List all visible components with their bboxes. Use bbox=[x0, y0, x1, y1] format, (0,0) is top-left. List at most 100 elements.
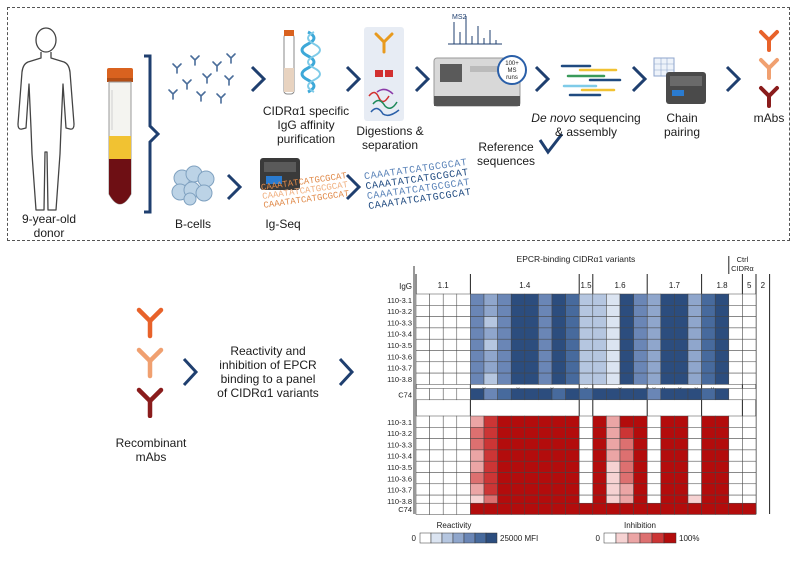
inhibition-cell bbox=[510, 449, 526, 462]
reactivity-cell bbox=[619, 293, 634, 306]
reactivity-cell bbox=[510, 305, 526, 317]
reactivity-cell bbox=[687, 316, 702, 329]
inhibition-cell bbox=[606, 449, 621, 462]
reactivity-cell bbox=[619, 361, 634, 374]
inhibition-cell bbox=[701, 472, 716, 485]
assembly-reads-icon bbox=[560, 64, 622, 97]
row-label: 110-3.5 bbox=[387, 341, 412, 350]
reactivity-cell bbox=[646, 293, 662, 306]
reactivity-legend-label: Reactivity bbox=[437, 521, 472, 530]
inhibition-control-cell bbox=[456, 502, 471, 515]
inhibition-cell bbox=[456, 483, 471, 496]
inhibition-cell bbox=[633, 415, 648, 428]
reactivity-cell bbox=[565, 305, 580, 317]
reactivity-control-cell bbox=[592, 388, 607, 401]
inhibition-cell bbox=[565, 449, 580, 462]
reactivity-cell bbox=[606, 361, 621, 374]
reactivity-cell bbox=[606, 293, 621, 306]
inhibition-cell bbox=[483, 483, 498, 496]
inhibition-control-cell bbox=[633, 502, 648, 515]
inhibition-cell bbox=[728, 415, 743, 428]
reactivity-cell bbox=[565, 316, 580, 329]
inhibition-cell bbox=[646, 449, 662, 462]
reactivity-cell bbox=[646, 350, 662, 363]
inhibition-cell bbox=[578, 472, 594, 485]
arrow-icon bbox=[226, 173, 243, 201]
reactivity-cell bbox=[592, 350, 607, 363]
inhibition-cell bbox=[646, 415, 662, 428]
reactivity-control-cell bbox=[551, 388, 566, 401]
inhibition-cell bbox=[524, 415, 539, 428]
reactivity-control-cell bbox=[497, 388, 512, 401]
inhibition-cell bbox=[687, 449, 702, 462]
row-label: 110-3.4 bbox=[387, 330, 412, 339]
reactivity-cell bbox=[619, 305, 634, 317]
inhibition-cell bbox=[442, 415, 458, 428]
reactivity-cell bbox=[592, 361, 607, 374]
inhibition-control-cell bbox=[646, 502, 662, 515]
reactivity-cell bbox=[578, 293, 594, 306]
reactivity-cell bbox=[728, 316, 743, 329]
inhibition-cell bbox=[674, 427, 689, 439]
inhibition-control-cell bbox=[674, 502, 689, 515]
reactivity-cell bbox=[742, 316, 757, 329]
reactivity-cell bbox=[633, 305, 648, 317]
inhibition-legend-label: Inhibition bbox=[624, 521, 656, 530]
reactivity-cell bbox=[660, 361, 675, 374]
arrow-icon bbox=[345, 173, 362, 201]
reactivity-legend-swatch bbox=[485, 532, 498, 544]
reactivity-cell bbox=[687, 327, 702, 340]
reactivity-control-cell bbox=[578, 388, 594, 401]
reactivity-cell bbox=[592, 327, 607, 340]
reactivity-cell bbox=[701, 372, 716, 385]
reactivity-cell bbox=[415, 361, 430, 374]
inhibition-cell bbox=[619, 427, 634, 439]
inhibition-cell bbox=[714, 438, 730, 451]
reactivity-cell bbox=[714, 338, 730, 351]
reactivity-cell bbox=[524, 338, 539, 351]
reactivity-control-cell bbox=[619, 388, 634, 401]
reactivity-control-cell bbox=[606, 388, 621, 401]
reactivity-cell bbox=[728, 305, 743, 317]
reactivity-cell bbox=[592, 316, 607, 329]
reactivity-cell bbox=[606, 327, 621, 340]
inhibition-cell bbox=[592, 460, 607, 473]
inhibition-cell bbox=[510, 460, 526, 473]
donor-silhouette-icon bbox=[17, 27, 75, 211]
reactivity-cell bbox=[429, 361, 444, 374]
reactivity-cell bbox=[687, 305, 702, 317]
inhibition-cell bbox=[497, 427, 512, 439]
reactivity-cell bbox=[497, 338, 512, 351]
reactivity-cell bbox=[538, 338, 553, 351]
control-row-label: C74 bbox=[398, 390, 412, 399]
reactivity-cell bbox=[742, 350, 757, 363]
reactivity-cell bbox=[538, 327, 553, 340]
reactivity-cell bbox=[442, 327, 458, 340]
inhibition-cell bbox=[606, 438, 621, 451]
inhibition-cell bbox=[538, 460, 553, 473]
inhibition-cell bbox=[633, 438, 648, 451]
reactivity-cell bbox=[742, 327, 757, 340]
reactivity-cell bbox=[551, 327, 566, 340]
reactivity-cell bbox=[728, 350, 743, 363]
control-row-label: C74 bbox=[398, 505, 412, 514]
ms2-label: MS2 bbox=[452, 14, 467, 21]
reactivity-cell bbox=[660, 293, 675, 306]
reactivity-control-cell bbox=[633, 388, 648, 401]
reactivity-cell bbox=[429, 305, 444, 317]
reactivity-cell bbox=[551, 338, 566, 351]
inhibition-cell bbox=[497, 460, 512, 473]
row-label: 110-3.3 bbox=[387, 440, 412, 449]
reactivity-cell bbox=[442, 361, 458, 374]
reactivity-legend-swatch bbox=[452, 532, 465, 544]
reactivity-cell bbox=[497, 316, 512, 329]
reactivity-cell bbox=[456, 338, 471, 351]
reactivity-cell bbox=[442, 305, 458, 317]
inhibition-cell bbox=[442, 449, 458, 462]
heatmap-title: EPCR-binding CIDRα1 variants bbox=[517, 254, 636, 264]
inhibition-cell bbox=[578, 483, 594, 496]
workflow-frame bbox=[7, 7, 790, 241]
arrow-icon bbox=[414, 65, 431, 93]
reactivity-control-cell bbox=[456, 388, 471, 401]
